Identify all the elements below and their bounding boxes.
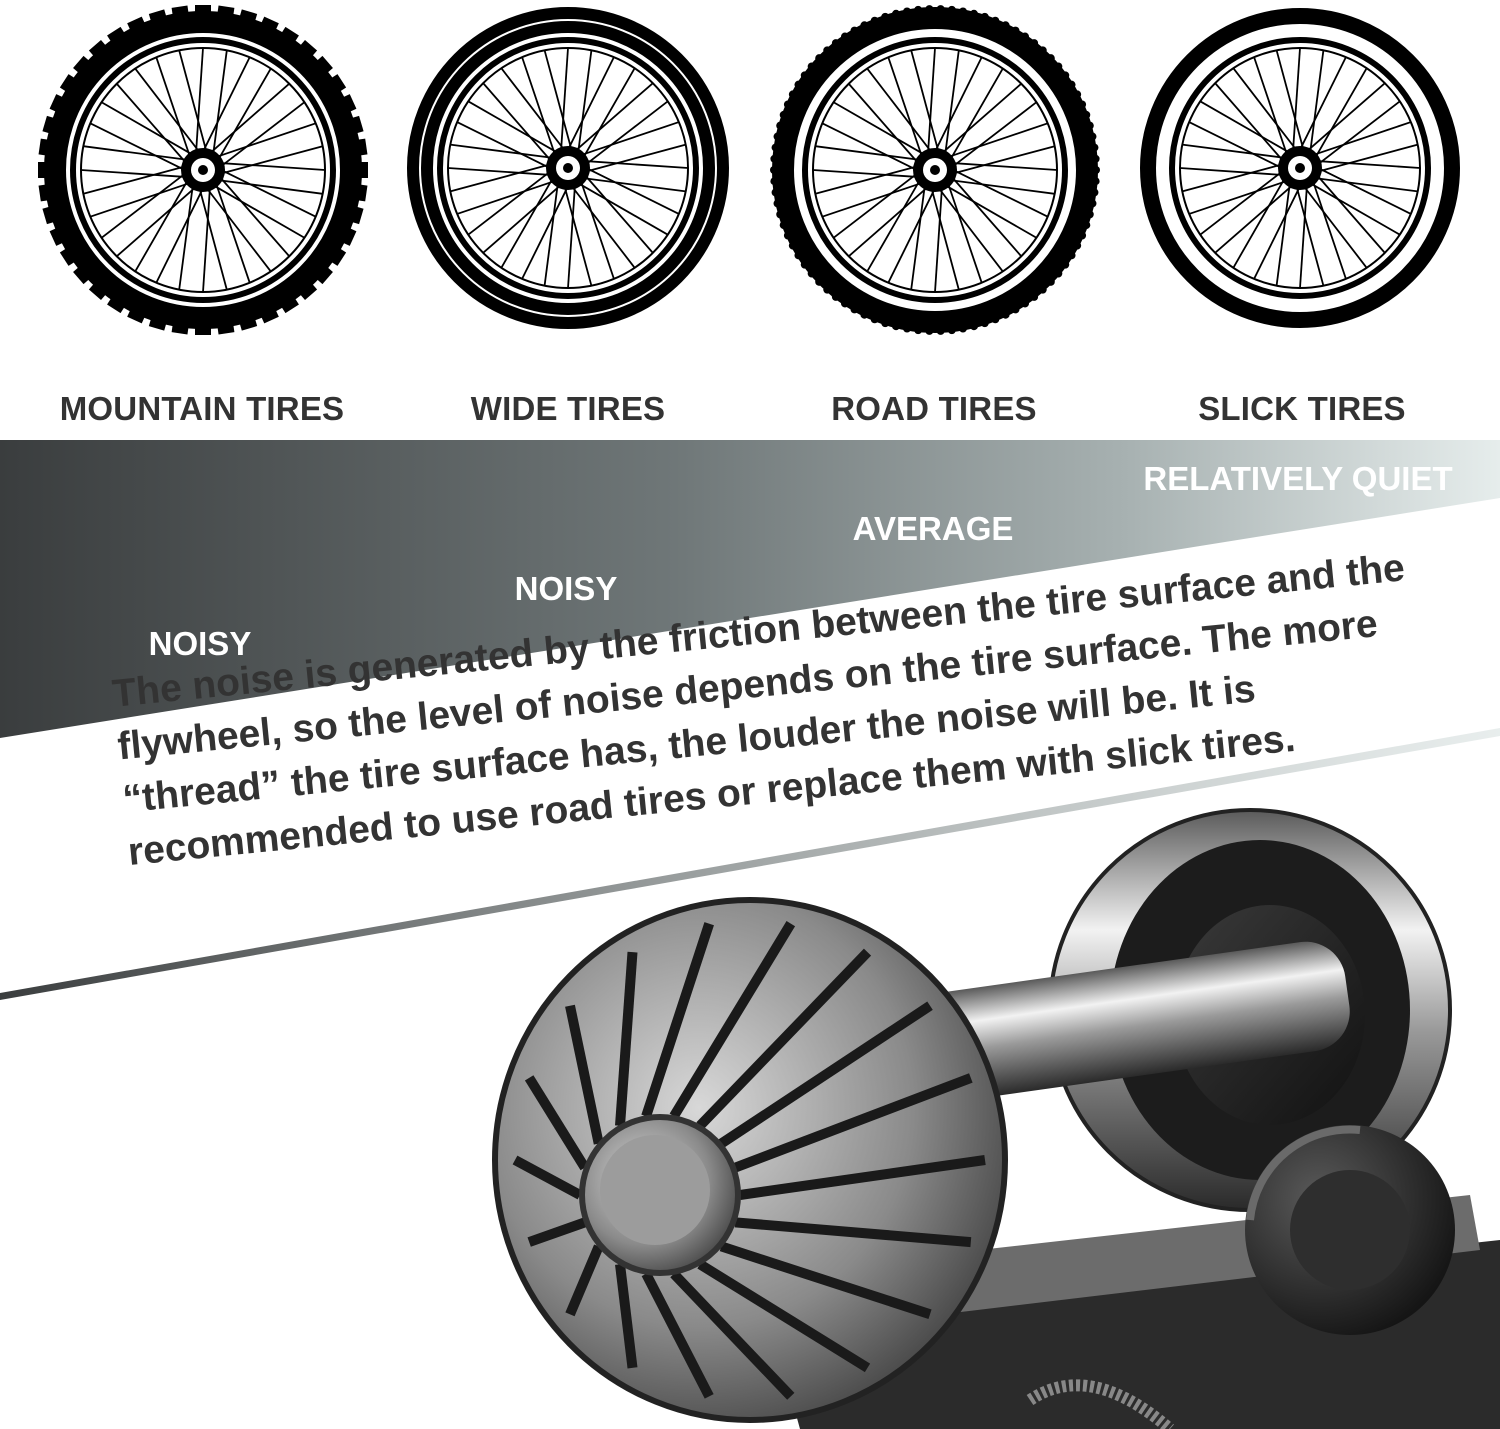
- noise-level-band: [0, 440, 1500, 1000]
- trainer-resistance-unit-icon: [492, 808, 1500, 1429]
- noise-level-wide: NOISY: [514, 570, 618, 607]
- road-tire-icon: [770, 5, 1100, 335]
- mountain-tire-icon: [38, 5, 368, 335]
- wide-tire-icon: [407, 7, 729, 329]
- tire-illustrations: [38, 5, 1460, 335]
- tire-label-slick: SLICK TIRES: [1198, 390, 1406, 427]
- noise-level-mountain: NOISY: [148, 625, 252, 662]
- tire-label-wide: WIDE TIRES: [470, 390, 666, 427]
- tire-label-road: ROAD TIRES: [831, 390, 1037, 427]
- tire-label-mountain: MOUNTAIN TIRES: [59, 390, 345, 427]
- noise-gradient-band: [0, 440, 1500, 738]
- noise-level-slick: RELATIVELY QUIET: [1143, 460, 1453, 497]
- noise-level-road: AVERAGE: [852, 510, 1014, 547]
- slick-tire-icon: [1140, 8, 1460, 328]
- bottom-divider-line: [0, 728, 1500, 1000]
